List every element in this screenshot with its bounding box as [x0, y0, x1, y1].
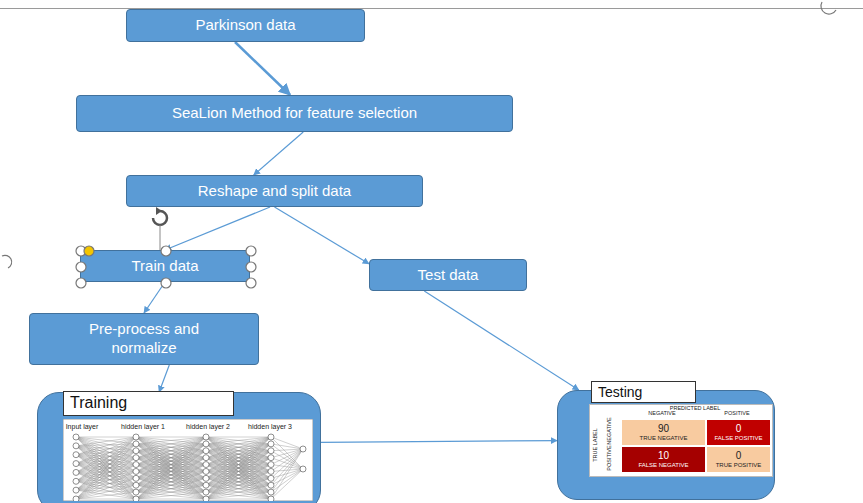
flow-arrow — [254, 132, 304, 175]
corner-mark — [821, 2, 836, 14]
flow-arrow — [321, 441, 557, 443]
cell-count: 0 — [736, 423, 742, 435]
process-box: Parkinson data — [126, 9, 365, 42]
flow-arrow — [424, 291, 579, 390]
flow-arrow — [275, 207, 370, 264]
cell-caption: TRUE NEGATIVE — [640, 435, 688, 442]
matrix-cell: 0TRUE POSITIVE — [706, 446, 771, 473]
process-box: Train data — [80, 250, 250, 282]
neural-network-figure — [63, 419, 313, 501]
process-box: Test data — [369, 259, 527, 291]
process-box: SeaLion Method for feature selection — [76, 95, 513, 132]
cell-count: 0 — [736, 450, 742, 462]
cell-count: 10 — [658, 450, 669, 462]
box-label: Test data — [418, 266, 479, 285]
process-box: Reshape and split data — [126, 175, 423, 207]
panel-heading: Training — [63, 391, 234, 416]
matrix-cell: 90TRUE NEGATIVE — [621, 419, 706, 446]
flow-arrow — [159, 365, 169, 392]
cell-caption: FALSE NEGATIVE — [638, 462, 688, 469]
cell-caption: FALSE POSITIVE — [714, 435, 762, 442]
box-label: Train data — [132, 257, 199, 276]
flow-arrow — [165, 207, 270, 250]
panel-heading: Testing — [591, 381, 696, 403]
matrix-cell: 0FALSE POSITIVE — [706, 419, 771, 446]
flow-arrow — [235, 42, 290, 95]
rotate-handle — [153, 207, 167, 250]
box-label: Parkinson data — [195, 16, 295, 35]
process-box: Pre-process and normalize — [29, 313, 259, 365]
matrix-cell: 10FALSE NEGATIVE — [621, 446, 706, 473]
cell-count: 90 — [658, 423, 669, 435]
box-label: Reshape and split data — [198, 182, 351, 201]
testing-panel: Testing90TRUE NEGATIVE0FALSE POSITIVE10F… — [557, 390, 775, 500]
box-label: SeaLion Method for feature selection — [172, 104, 417, 123]
corner-mark — [2, 255, 12, 268]
cell-caption: TRUE POSITIVE — [716, 462, 762, 469]
training-panel: Training — [37, 392, 321, 503]
box-label: Pre-process and normalize — [64, 320, 224, 358]
